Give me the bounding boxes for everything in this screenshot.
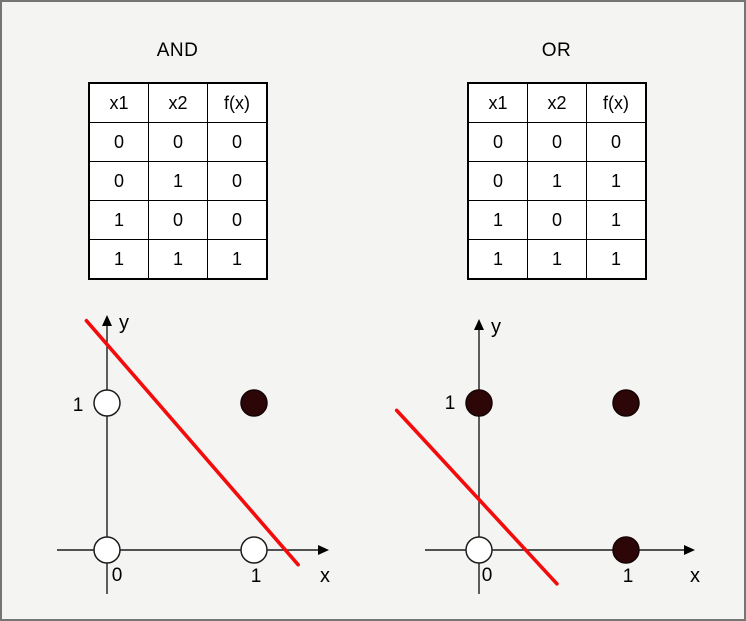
open-data-point [465,536,493,564]
x-axis-arrowhead [318,545,329,555]
or-plot: y x 1 0 1 [394,316,700,594]
table-row: 1 1 1 [467,239,647,280]
col-header-x1: x1 [88,82,149,123]
table-cell: 1 [148,161,208,201]
table-cell: 0 [88,122,149,162]
filled-data-point [465,389,493,417]
origin-tick-0: 0 [112,565,123,586]
table-cell: 0 [467,122,528,162]
table-cell: 1 [586,239,647,280]
table-row: 0 0 0 [467,122,647,162]
table-row: 1 1 1 [88,239,268,280]
col-header-x2: x2 [148,82,208,123]
col-header-fx: f(x) [207,82,268,123]
separator-line [394,408,559,586]
x-axis-arrowhead [684,545,695,555]
table-cell: 0 [467,161,528,201]
table-cell: 0 [527,122,587,162]
table-cell: 0 [586,122,647,162]
table-row: 1 0 0 [88,200,268,240]
or-title: OR [541,40,572,61]
col-header-fx: f(x) [586,82,647,123]
filled-data-point [612,389,640,417]
y-tick-1: 1 [73,395,84,416]
table-cell: 0 [207,122,268,162]
table-cell: 1 [586,161,647,201]
y-axis-label: y [119,312,129,334]
filled-data-point [612,536,640,564]
col-header-x2: x2 [527,82,587,123]
x-tick-1: 1 [623,566,634,587]
origin-tick-0: 0 [482,565,493,586]
table-cell: 0 [207,161,268,201]
open-data-point [93,389,121,417]
filled-data-point [240,389,268,417]
y-axis-arrowhead [474,319,484,330]
table-cell: 1 [207,239,268,280]
open-data-point [240,536,268,564]
and-truth-table: x1 x2 f(x) 0 0 0 0 1 0 1 0 0 1 [88,82,268,280]
and-plot: y x 1 0 1 [57,312,330,594]
table-row: 1 0 1 [467,200,647,240]
table-cell: 1 [527,161,587,201]
separator-line [84,318,300,567]
table-cell: 0 [88,161,149,201]
table-cell: 0 [207,200,268,240]
or-truth-table: x1 x2 f(x) 0 0 0 0 1 1 1 0 1 1 [467,82,647,280]
table-cell: 1 [467,239,528,280]
table-cell: 1 [88,200,149,240]
and-title: AND [156,40,199,61]
table-header-row: x1 x2 f(x) [467,82,647,123]
y-axis-label: y [491,316,501,338]
col-header-x1: x1 [467,82,528,123]
x-axis-label: x [690,565,700,587]
table-row: 0 0 0 [88,122,268,162]
table-cell: 1 [586,200,647,240]
y-tick-1: 1 [445,393,456,414]
table-row: 0 1 1 [467,161,647,201]
table-header-row: x1 x2 f(x) [88,82,268,123]
open-data-point [93,536,121,564]
table-cell: 1 [467,200,528,240]
table-cell: 0 [527,200,587,240]
y-axis-arrowhead [102,315,112,326]
table-cell: 1 [88,239,149,280]
table-cell: 1 [148,239,208,280]
table-cell: 1 [527,239,587,280]
x-tick-1: 1 [251,566,262,587]
table-row: 0 1 0 [88,161,268,201]
table-cell: 0 [148,200,208,240]
table-cell: 0 [148,122,208,162]
x-axis-label: x [320,565,330,587]
